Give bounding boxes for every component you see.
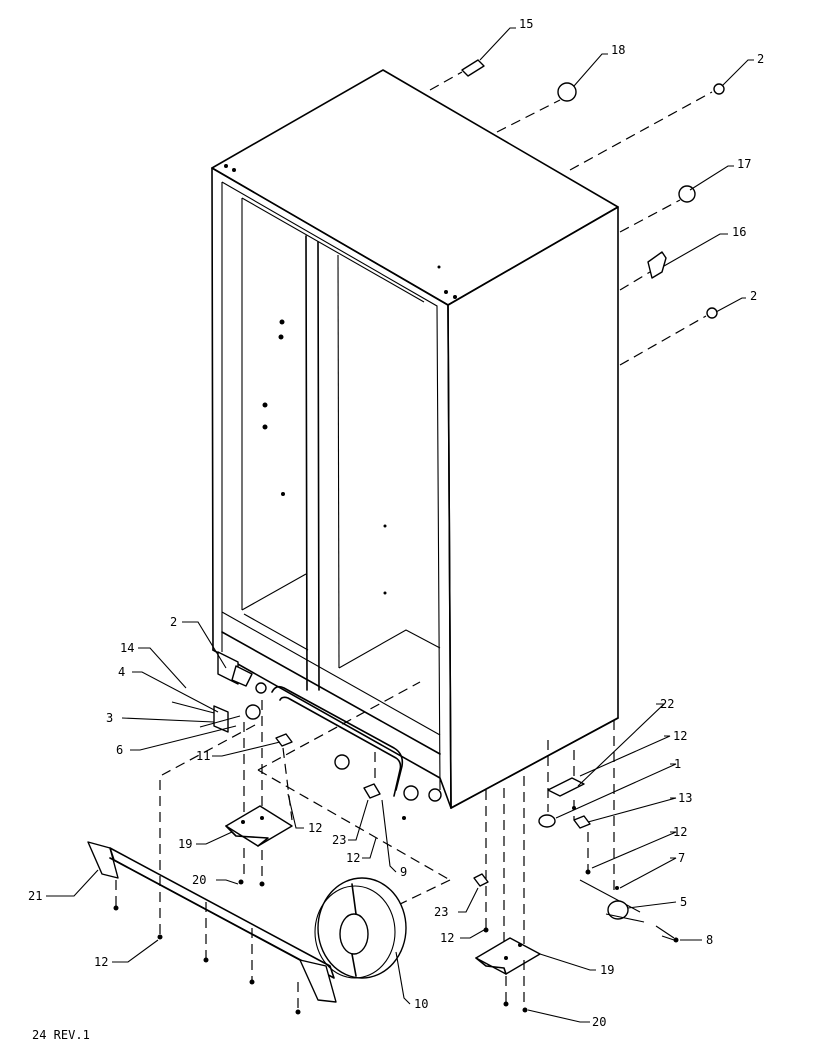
callout-20: 20 [192, 873, 206, 887]
plate-22 [547, 777, 585, 797]
drain-tube [271, 685, 404, 799]
callout-8: 8 [706, 933, 713, 947]
callout-19: 19 [178, 837, 192, 851]
insulation-roll-10 [314, 877, 407, 979]
callout-12: 12 [94, 955, 108, 969]
callout-labels: 15 18 2 17 16 2 2 14 4 3 6 11 22 12 1 13… [28, 17, 764, 1029]
callout-7: 7 [678, 851, 685, 865]
right-lower-hardware [538, 720, 679, 943]
clip-13 [573, 815, 591, 829]
callout-12: 12 [673, 825, 687, 839]
callout-12: 12 [346, 851, 360, 865]
bracket-19-left [225, 805, 293, 887]
clip-23a [363, 783, 381, 799]
bracket-19-right [402, 776, 541, 1013]
callout-16: 16 [732, 225, 746, 239]
bushing-18 [557, 82, 577, 102]
callout-12: 12 [673, 729, 687, 743]
hinge-16 [647, 251, 667, 279]
toe-grille-21 [87, 841, 337, 1015]
callout-21: 21 [28, 889, 42, 903]
top-hinge-hardware [429, 59, 725, 366]
callout-leaders [46, 27, 754, 1023]
clip-23b [473, 873, 489, 887]
callout-12: 12 [440, 931, 454, 945]
callout-10: 10 [414, 997, 428, 1011]
refrigerator-cabinet [211, 69, 619, 809]
callout-23: 23 [434, 905, 448, 919]
callout-2: 2 [757, 52, 764, 66]
callout-2: 2 [170, 615, 177, 629]
hinge-3 [213, 705, 229, 733]
callout-6: 6 [116, 743, 123, 757]
callout-5: 5 [680, 895, 687, 909]
callout-17: 17 [737, 157, 751, 171]
callout-14: 14 [120, 641, 134, 655]
callout-9: 9 [400, 865, 407, 879]
leveler-1 [538, 814, 556, 828]
callout-1: 1 [674, 757, 681, 771]
callout-23: 23 [332, 833, 346, 847]
callout-15: 15 [519, 17, 533, 31]
screw-2b [706, 307, 718, 319]
explode-lines-left [159, 681, 451, 935]
screw-2a [713, 83, 725, 95]
callout-12: 12 [308, 821, 322, 835]
callout-13: 13 [678, 791, 692, 805]
leveler-right [403, 785, 419, 801]
callout-11: 11 [196, 749, 210, 763]
left-lower-hardware [171, 651, 442, 802]
callout-19: 19 [600, 963, 614, 977]
clip-11 [275, 733, 293, 747]
callout-4: 4 [118, 665, 125, 679]
drawing-revision-note: 24 REV.1 [32, 1028, 90, 1042]
pin-15 [461, 59, 485, 77]
leveler-center [334, 754, 350, 770]
callout-2: 2 [750, 289, 757, 303]
callout-18: 18 [611, 43, 625, 57]
roller-5 [607, 900, 629, 920]
callout-22: 22 [660, 697, 674, 711]
callout-3: 3 [106, 711, 113, 725]
callout-20: 20 [592, 1015, 606, 1029]
